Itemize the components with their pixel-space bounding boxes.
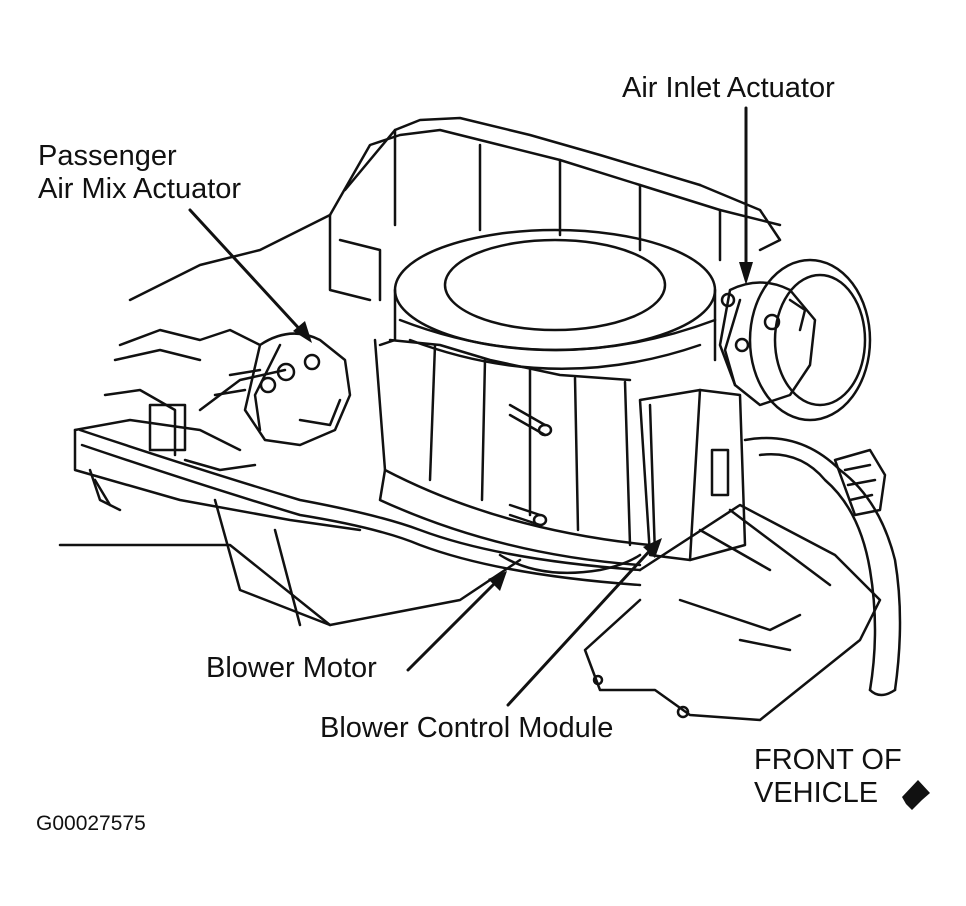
blower-motor-leader-line [406, 576, 502, 672]
air-mix-arrowhead [293, 321, 312, 343]
mounting-bracket [583, 503, 882, 722]
blower-control-module-label: Blower Control Module [320, 712, 614, 744]
passenger-air-mix-actuator-label-line2: Air Mix Actuator [38, 173, 242, 205]
blower-control-module-leader-line [506, 543, 657, 707]
blower-motor-arrowhead [488, 571, 507, 591]
passenger-air-mix-actuator [213, 332, 352, 447]
passenger-air-mix-actuator-label-line1: Passenger [38, 140, 177, 172]
blower-control-module-arrowhead [643, 538, 662, 558]
air-inlet-actuator-label: Air Inlet Actuator [622, 72, 835, 104]
front-of-vehicle-arrow-icon [902, 780, 930, 810]
air-inlet-actuator [718, 258, 872, 422]
front-of-vehicle-label-line1: FRONT OF [754, 744, 902, 776]
leader-lines [188, 106, 748, 707]
blower-motor-label: Blower Motor [206, 652, 377, 684]
blower-control-module [638, 388, 747, 562]
blower-housing [373, 228, 717, 575]
front-of-vehicle-label-line2: VEHICLE [754, 777, 879, 809]
figure-id: G00027575 [36, 812, 146, 835]
wiring-harness [78, 428, 902, 697]
air-inlet-arrowhead [739, 262, 753, 285]
left-hvac-housing [58, 213, 522, 627]
air-mix-leader-line [188, 208, 307, 337]
front-of-vehicle-label: FRONT OF VEHICLE [754, 744, 902, 810]
passenger-air-mix-actuator-label: Passenger Air Mix Actuator [38, 140, 241, 206]
upper-housing [328, 116, 782, 302]
